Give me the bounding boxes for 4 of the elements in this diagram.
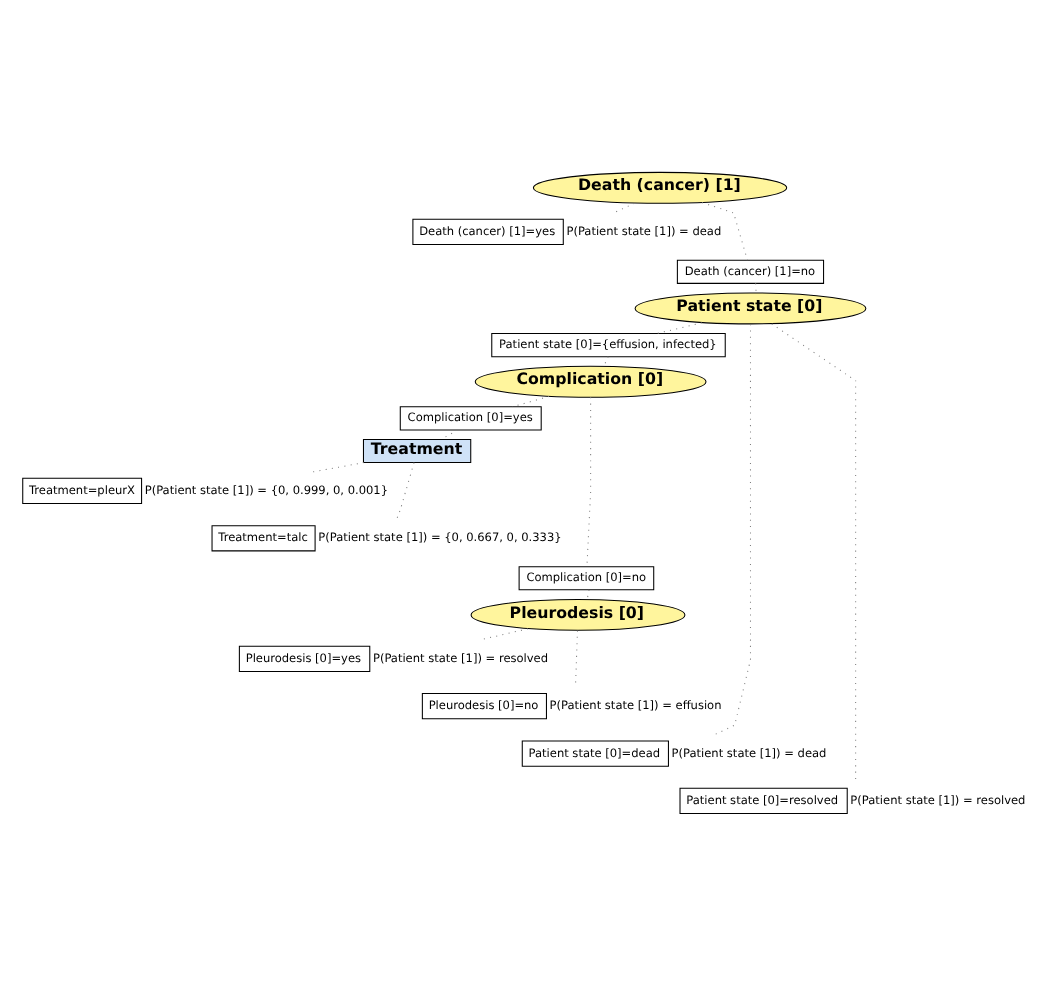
connector bbox=[713, 322, 750, 735]
connector bbox=[478, 627, 528, 640]
connector bbox=[510, 394, 549, 407]
connector bbox=[310, 461, 364, 472]
